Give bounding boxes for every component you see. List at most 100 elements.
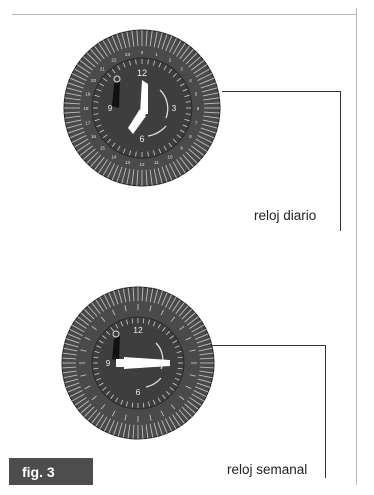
weekly-segment-divider (186, 316, 199, 326)
daily-outer-hour-number: 3 (180, 66, 183, 71)
weekly-segment-divider (71, 324, 85, 333)
daily-inner-tick (128, 150, 131, 156)
weekly-inner-tick (94, 350, 100, 354)
daily-segment-divider (182, 154, 194, 167)
weekly-segment-divider (87, 305, 98, 317)
weekly-segment-divider (181, 308, 193, 320)
daily-segment-divider (145, 169, 148, 186)
weekly-hub (135, 358, 145, 368)
weekly-segment-divider (122, 288, 127, 303)
weekly-segment-divider (65, 382, 80, 388)
weekly-inner-tick (125, 401, 129, 407)
weekly-day-ring-mark (80, 374, 87, 377)
daily-dial-number: 3 (172, 104, 177, 113)
weekly-inner-tick (152, 399, 156, 405)
weekly-segment-divider (153, 289, 159, 304)
weekly-segment-divider (95, 414, 104, 427)
daily-segment-divider (176, 42, 186, 57)
daily-inner-tick (182, 88, 188, 92)
weekly-inner-tick (120, 321, 124, 327)
daily-segment-divider (203, 97, 220, 101)
daily-segment-divider (161, 166, 168, 183)
daily-inner-tick (107, 73, 112, 78)
weekly-segment-divider (178, 305, 189, 317)
weekly-segment-divider (117, 289, 123, 304)
daily-segment-divider (145, 30, 148, 47)
weekly-segment-divider (103, 294, 111, 308)
daily-inner-tick (176, 77, 182, 82)
daily-segment-divider (193, 64, 208, 74)
weekly-inner-tick (169, 335, 174, 339)
weekly-segment-divider (198, 347, 213, 352)
daily-override-switch (112, 80, 120, 108)
weekly-segment-divider (178, 409, 189, 421)
weekly-segment-divider (199, 357, 214, 360)
weekly-segment-divider (67, 386, 81, 393)
weekly-segment-divider (184, 312, 196, 323)
daily-segment-divider (165, 165, 173, 181)
daily-inner-tick (93, 101, 99, 103)
daily-outer-hour-number: 0 (141, 50, 144, 55)
daily-outer-hour-number: 19 (85, 92, 91, 97)
daily-segment-divider (190, 145, 205, 156)
daily-outer-hour-number: 15 (100, 146, 106, 151)
daily-segment-divider (67, 127, 84, 134)
weekly-rotation-arrow-lower (145, 377, 162, 388)
daily-segment-divider (136, 169, 139, 186)
daily-segment-divider (102, 161, 112, 176)
daily-segment-divider (172, 40, 182, 55)
weekly-segment-divider (172, 414, 181, 427)
weekly-segment-divider (64, 342, 79, 348)
daily-segment-divider (202, 92, 219, 97)
weekly-inner-tick (142, 318, 145, 324)
weekly-inner-tick (94, 372, 100, 376)
daily-segment-divider (76, 142, 91, 152)
weekly-segment-divider (196, 338, 211, 344)
daily-segment-divider (131, 169, 135, 186)
weekly-segment-divider (65, 338, 80, 344)
daily-segment-divider (182, 49, 194, 62)
weekly-segment-divider (157, 290, 163, 305)
daily-segment-divider (79, 60, 94, 71)
daily-segment-divider (74, 138, 89, 148)
weekly-segment-divider (108, 420, 115, 434)
daily-segment-divider (69, 131, 85, 139)
corner-tick (356, 8, 357, 16)
weekly-inner-tick (177, 367, 183, 370)
daily-outer-hour-number: 12 (139, 162, 145, 167)
daily-outer-hour-number: 14 (111, 154, 117, 159)
daily-segment-divider (83, 56, 96, 68)
daily-segment-divider (202, 119, 219, 124)
weekly-segment-divider (191, 393, 205, 402)
figure-tag: fig. 3 (9, 458, 93, 485)
weekly-segment-divider (141, 424, 144, 439)
weekly-inner-tick (176, 372, 182, 376)
weekly-inner-tick (142, 402, 145, 408)
weekly-segment-divider (99, 296, 108, 310)
daily-segment-divider (76, 64, 91, 74)
daily-segment-divider (94, 156, 105, 171)
weekly-segment-divider (145, 424, 149, 439)
daily-segment-divider (116, 166, 123, 183)
weekly-day-ring-mark (179, 325, 185, 331)
weekly-inner-tick (102, 335, 107, 339)
daily-inner-tick (135, 151, 137, 157)
weekly-segment-divider (113, 421, 119, 436)
weekly-segment-divider (71, 393, 85, 402)
weekly-override-switch (112, 335, 120, 361)
daily-hour-hand (128, 112, 146, 134)
daily-segment-divider (172, 161, 182, 176)
weekly-segment-divider (63, 347, 78, 352)
daily-inner-tick (102, 77, 108, 82)
daily-segment-divider (169, 163, 177, 179)
weekly-segment-divider (80, 312, 92, 323)
daily-segment-divider (193, 142, 208, 152)
daily-segment-divider (83, 148, 96, 160)
weekly-day-ring-mark (160, 309, 164, 316)
daily-segment-divider (203, 115, 220, 119)
weekly-segment-divider (168, 296, 177, 310)
weekly-rotation-arrow (155, 342, 164, 370)
weekly-inner-tick (174, 377, 180, 381)
daily-inner-tick (168, 68, 173, 74)
